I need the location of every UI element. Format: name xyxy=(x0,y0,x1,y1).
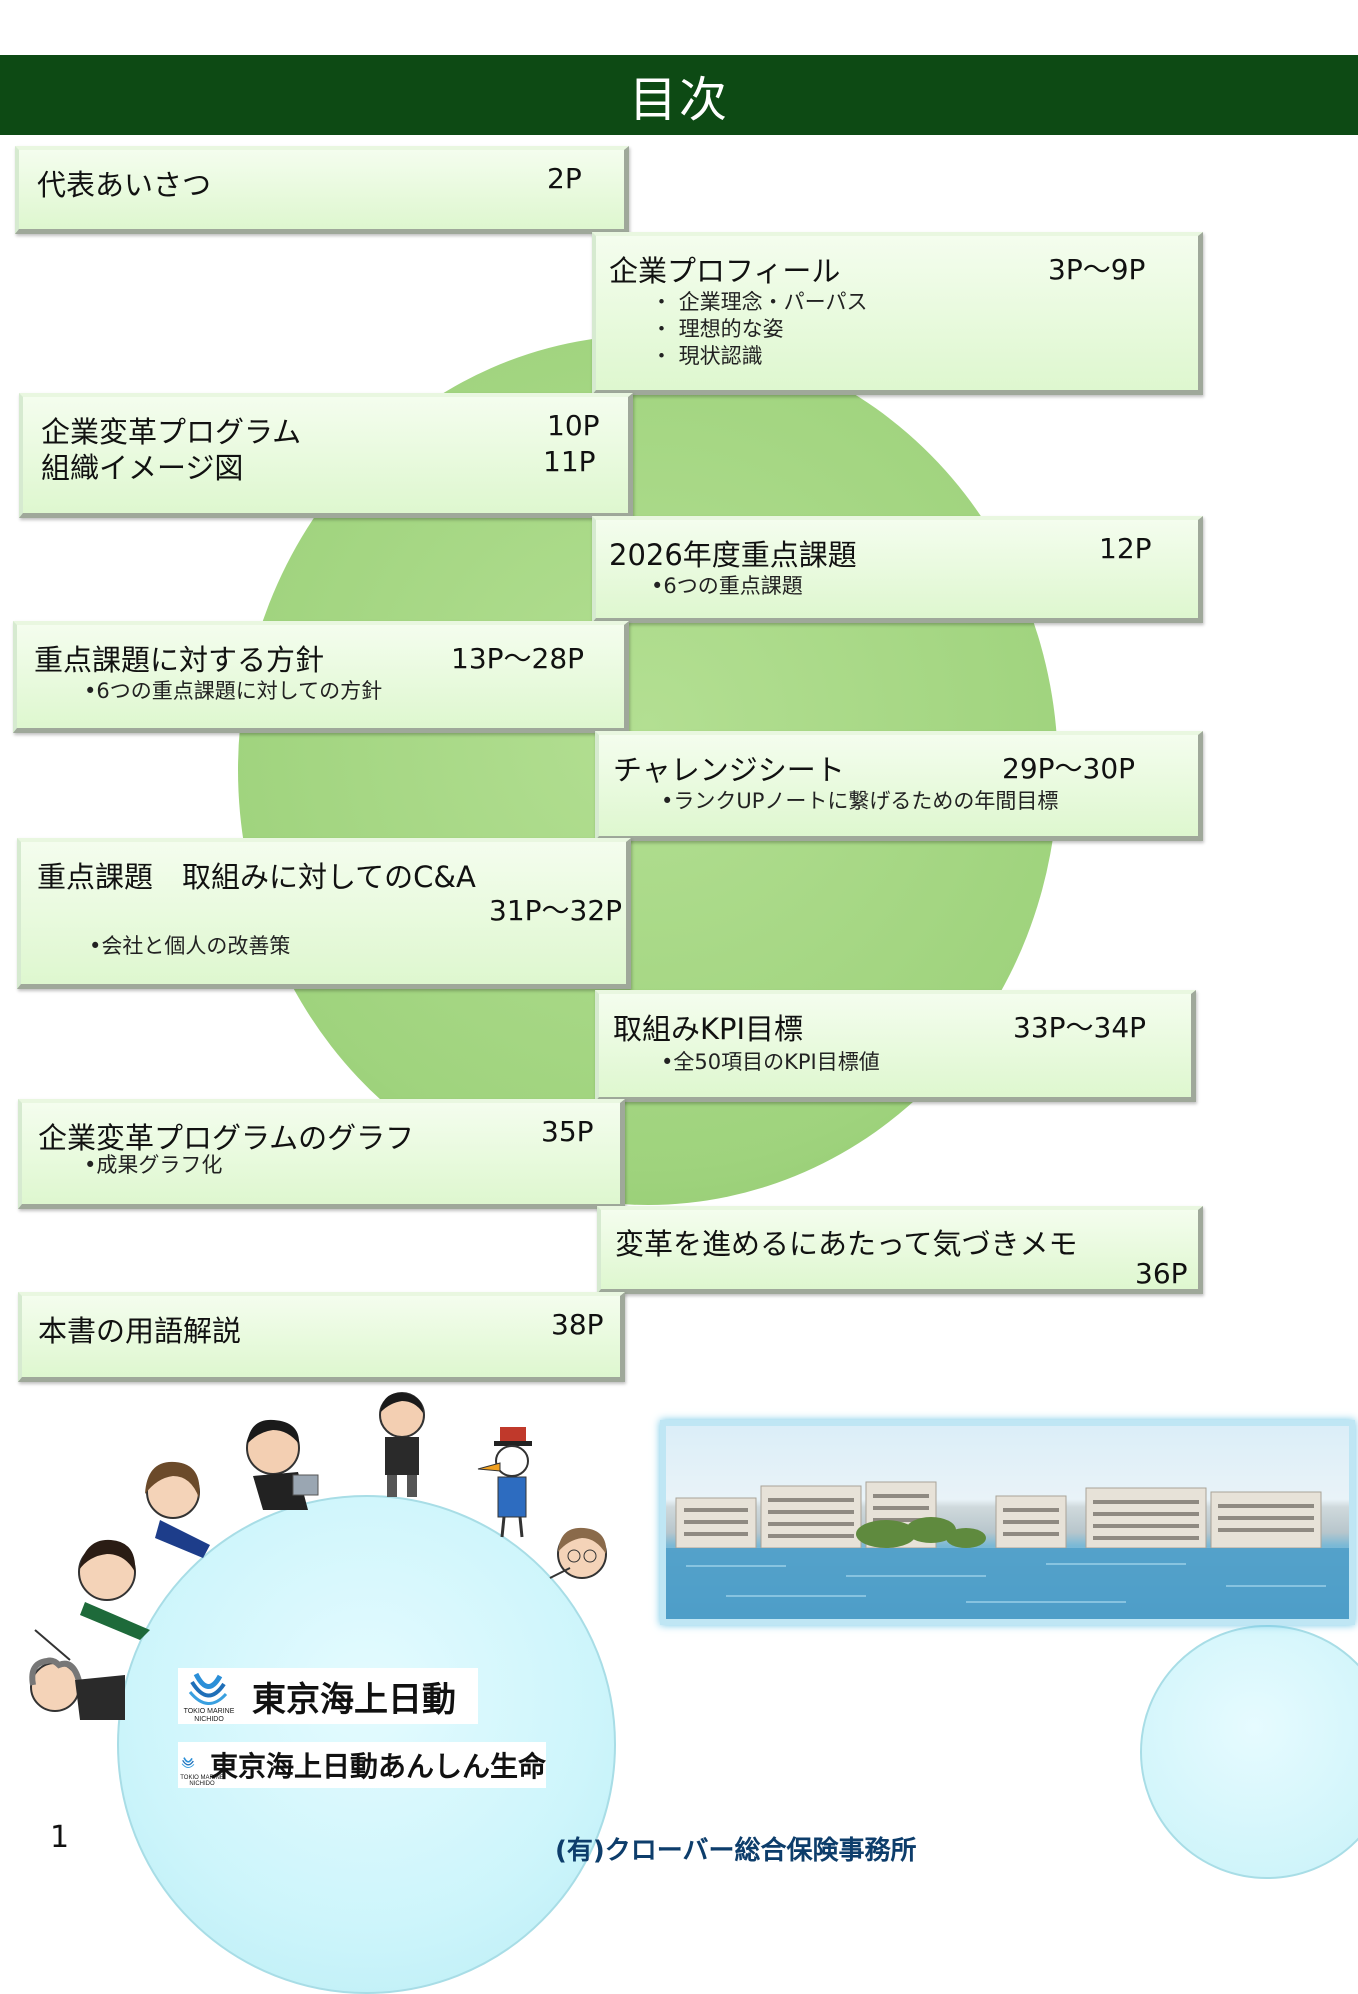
toc-item-title: 企業変革プログラムのグラフ xyxy=(38,1121,415,1155)
toc-item-title: 変革を進めるにあたって気づきメモ xyxy=(615,1227,1078,1261)
toc-item-2026-priorities[interactable]: 2026年度重点課題 12P •6つの重点課題 xyxy=(592,516,1203,623)
toc-item-title: 2026年度重点課題 xyxy=(609,538,857,572)
waterfront-photo xyxy=(660,1420,1355,1625)
toc-item-program-graph[interactable]: 企業変革プログラムのグラフ 35P •成果グラフ化 xyxy=(18,1099,625,1209)
toc-item-company-profile[interactable]: 企業プロフィール 3P～9P ・ 企業理念・パーパス ・ 理想的な姿 ・ 現状認… xyxy=(592,232,1203,395)
brand-name-anshin-life: 東京海上日動あんしん生命 xyxy=(209,1750,546,1783)
toc-item-page: 12P xyxy=(1099,532,1152,565)
staff-character-woman-glasses xyxy=(549,1527,607,1579)
emblem-caption-line-1: TOKIO MARINE xyxy=(183,1708,235,1715)
toc-item-title: 重点課題に対する方針 xyxy=(34,643,325,677)
page-number: 1 xyxy=(50,1820,70,1855)
toc-item-title: 本書の用語解説 xyxy=(38,1314,242,1348)
toc-item-page: 38P xyxy=(551,1308,604,1341)
toc-item-page: 10P xyxy=(547,409,600,442)
cyan-circle-small-decoration xyxy=(1140,1625,1358,1879)
toc-item-priority-policy[interactable]: 重点課題に対する方針 13P～28P •6つの重点課題に対しての方針 xyxy=(13,621,629,733)
anshin-life-emblem-icon xyxy=(181,1757,195,1768)
toc-sub-item: ・ 企業理念・パーパス xyxy=(651,290,868,314)
toc-item-title: 重点課題 取組みに対してのC&A xyxy=(37,860,476,894)
toc-item-challenge-sheet[interactable]: チャレンジシート 29P～30P •ランクUPノートに繋げるための年間目標 xyxy=(595,731,1203,841)
staff-character-man-standing xyxy=(379,1392,425,1497)
toc-item-page: 35P xyxy=(541,1115,594,1148)
toc-item-title: 企業プロフィール xyxy=(609,254,841,288)
emblem-caption-line-2: NICHIDO xyxy=(189,1781,215,1787)
toc-item-page: 2P xyxy=(547,162,582,195)
emblem-caption-line-2: NICHIDO xyxy=(194,1716,224,1723)
header-bar: 目次 xyxy=(0,55,1358,135)
toc-item-page: 33P～34P xyxy=(1013,1011,1147,1044)
page-title: 目次 xyxy=(628,72,729,128)
toc-item-page: 13P～28P xyxy=(451,642,585,675)
emblem-caption-line-1: TOKIO MARINE xyxy=(180,1775,224,1781)
toc-item-title-2: 組織イメージ図 xyxy=(41,451,244,485)
toc-item-title: 取組みKPI目標 xyxy=(613,1012,804,1046)
mascot-bird-character xyxy=(477,1427,532,1538)
anshin-life-logo: TOKIO MARINE NICHIDO 東京海上日動あんしん生命 xyxy=(178,1742,546,1788)
tokio-marine-logo: TOKIO MARINE NICHIDO 東京海上日動 xyxy=(178,1668,478,1724)
toc-item-kpi-targets[interactable]: 取組みKPI目標 33P～34P •全50項目のKPI目標値 xyxy=(595,990,1196,1102)
toc-item-title: 代表あいさつ xyxy=(37,168,212,202)
toc-item-page: 31P～32P xyxy=(489,894,623,927)
toc-sub-item: •6つの重点課題 xyxy=(651,574,803,598)
tokio-marine-emblem-icon xyxy=(188,1672,228,1705)
toc-sub-item: •ランクUPノートに繋げるための年間目標 xyxy=(661,789,1059,813)
toc-item-greeting[interactable]: 代表あいさつ 2P xyxy=(15,146,629,234)
toc-item-title: 企業変革プログラム xyxy=(41,415,302,449)
toc-item-glossary[interactable]: 本書の用語解説 38P xyxy=(18,1292,625,1382)
company-name-footer: (有)クローバー総合保険事務所 xyxy=(555,1836,917,1866)
staff-character-conductor xyxy=(29,1629,125,1720)
staff-character-man-suit xyxy=(246,1419,319,1510)
toc-sub-item: •成果グラフ化 xyxy=(84,1153,223,1177)
toc-sub-item: •全50項目のKPI目標値 xyxy=(661,1050,880,1074)
toc-item-title: チャレンジシート xyxy=(613,753,845,787)
waterfront-scene-image xyxy=(666,1481,1349,1619)
staff-character-woman-center xyxy=(145,1461,210,1558)
toc-sub-item: ・ 現状認識 xyxy=(651,344,763,368)
toc-item-notes-memo[interactable]: 変革を進めるにあたって気づきメモ 36P xyxy=(597,1206,1203,1294)
toc-item-page: 3P～9P xyxy=(1048,253,1146,286)
brand-name-tokio-marine: 東京海上日動 xyxy=(252,1679,456,1720)
staff-character-woman-left xyxy=(78,1539,150,1640)
toc-item-page: 36P xyxy=(1135,1257,1188,1290)
toc-item-page-2: 11P xyxy=(543,445,596,478)
toc-sub-item: •6つの重点課題に対しての方針 xyxy=(84,679,383,703)
toc-item-transformation-program[interactable]: 企業変革プログラム 10P 組織イメージ図 11P xyxy=(19,393,633,518)
toc-item-page: 29P～30P xyxy=(1002,752,1136,785)
toc-sub-item: •会社と個人の改善策 xyxy=(89,934,291,958)
toc-item-priority-c-and-a[interactable]: 重点課題 取組みに対してのC&A 31P～32P •会社と個人の改善策 xyxy=(17,838,631,989)
toc-sub-item: ・ 理想的な姿 xyxy=(651,317,784,341)
